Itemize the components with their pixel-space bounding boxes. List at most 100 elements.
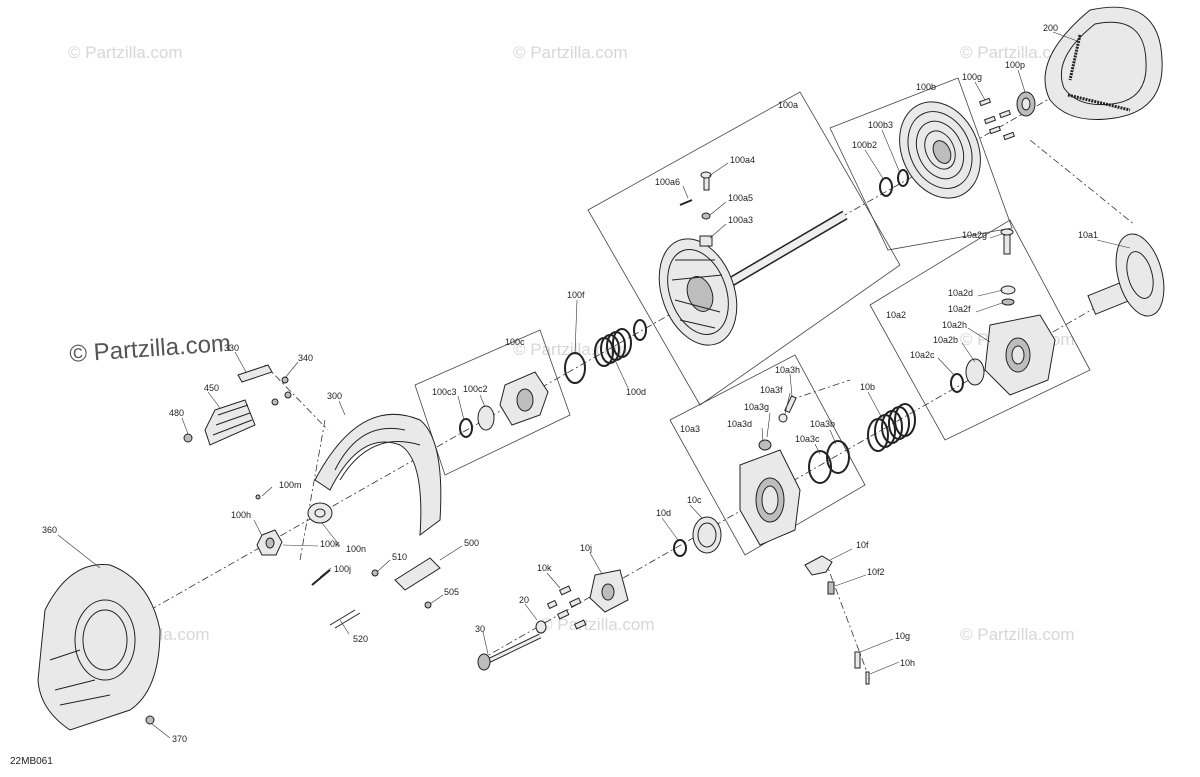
callout-labels: 200 100p 100g 100b 100b3 100b2 100a 100a… — [42, 23, 1098, 744]
callout-10a2: 10a2 — [886, 310, 906, 320]
parts-10c-10d — [673, 516, 722, 557]
bolt-30 — [477, 633, 542, 671]
pin-100j — [311, 569, 331, 586]
callout-100a6: 100a6 — [655, 177, 680, 187]
bracket-500 — [371, 557, 441, 609]
callout-10d: 10d — [656, 508, 671, 518]
callout-10a3h: 10a3h — [775, 365, 800, 375]
callout-100b: 100b — [916, 82, 936, 92]
callout-10c: 10c — [687, 495, 702, 505]
callout-340: 340 — [298, 353, 313, 363]
cam-10a2 — [950, 228, 1056, 396]
callout-100c: 100c — [505, 337, 525, 347]
callout-10g: 10g — [895, 631, 910, 641]
callout-100a4: 100a4 — [730, 155, 755, 165]
callout-100f: 100f — [567, 290, 585, 300]
callout-100p: 100p — [1005, 60, 1025, 70]
belt-to-sheave-line — [1029, 139, 1136, 226]
rings-100b2-100b3 — [879, 169, 909, 197]
callout-370: 370 — [172, 734, 187, 744]
callout-480: 480 — [169, 408, 184, 418]
callout-100a5: 100a5 — [728, 193, 753, 203]
callout-100c2: 100c2 — [463, 384, 488, 394]
watermark-text: © Partzilla.com — [68, 43, 183, 62]
callout-330: 330 — [224, 343, 239, 353]
watermark-main-text: © Partzilla.com — [69, 330, 232, 368]
box-100b — [829, 77, 1013, 251]
callout-100k: 100k — [320, 539, 340, 549]
fasteners-340 — [271, 376, 292, 406]
callout-100m: 100m — [279, 480, 302, 490]
housing-10a3 — [739, 395, 850, 546]
watermark-text: © Partzilla.com — [513, 43, 628, 62]
drive-belt — [1044, 6, 1163, 121]
callout-10a3c: 10a3c — [795, 434, 820, 444]
callout-200: 200 — [1043, 23, 1058, 33]
callout-360: 360 — [42, 525, 57, 535]
clip-520 — [329, 609, 361, 629]
plate-450 — [204, 399, 256, 446]
watermark-text: © Partzilla.com — [540, 615, 655, 634]
spring-100d — [594, 319, 647, 367]
box-10a3 — [669, 354, 866, 556]
callout-10a3f: 10a3f — [760, 385, 783, 395]
callout-10a3b: 10a3b — [810, 419, 835, 429]
guard-axis — [299, 419, 326, 561]
housing-360 — [37, 564, 161, 731]
nut-370 — [145, 715, 155, 725]
callout-100h: 100h — [231, 510, 251, 520]
sliding-sheave-100a — [658, 210, 848, 346]
callout-100a: 100a — [778, 100, 798, 110]
callout-450: 450 — [204, 383, 219, 393]
callout-10a1: 10a1 — [1078, 230, 1098, 240]
axis-lines — [149, 69, 1136, 681]
parts-100a3-100a6 — [679, 171, 713, 247]
box-100a — [587, 91, 901, 406]
callout-10k: 10k — [537, 563, 552, 573]
callout-10h: 10h — [900, 658, 915, 668]
spring-10b — [867, 403, 916, 452]
callout-100b2: 100b2 — [852, 140, 877, 150]
sheave-10a1 — [1087, 233, 1165, 317]
washer-20 — [535, 620, 547, 634]
diagram-code: 22MB061 — [10, 756, 53, 767]
callout-20: 20 — [519, 595, 529, 605]
callout-100n: 100n — [346, 544, 366, 554]
watermark-text: © Partzilla.com — [960, 625, 1075, 644]
callout-10a3: 10a3 — [680, 424, 700, 434]
callout-10a3g: 10a3g — [744, 402, 769, 412]
spring-axis — [789, 379, 851, 401]
callout-10a2f: 10a2f — [948, 304, 971, 314]
callout-100j: 100j — [334, 564, 351, 574]
heat-shield-axis — [264, 364, 329, 431]
callout-10f2: 10f2 — [867, 567, 885, 577]
callout-10a2b: 10a2b — [933, 335, 958, 345]
callout-10a2d: 10a2d — [948, 288, 973, 298]
callout-10a2g: 10a2g — [962, 230, 987, 240]
callout-30: 30 — [475, 624, 485, 634]
callout-100g: 100g — [962, 72, 982, 82]
callout-100c3: 100c3 — [432, 387, 457, 397]
bolts-10k — [546, 585, 587, 630]
callout-520: 520 — [353, 634, 368, 644]
callout-100a3: 100a3 — [728, 215, 753, 225]
lever-10f — [804, 555, 870, 685]
callout-10a3d: 10a3d — [727, 419, 752, 429]
callout-10b: 10b — [860, 382, 875, 392]
callout-10a2c: 10a2c — [910, 350, 935, 360]
callout-505: 505 — [444, 587, 459, 597]
bracket-330 — [237, 364, 273, 383]
fixed-sheave-100b — [899, 101, 981, 199]
nut-100h — [255, 494, 283, 556]
screw-480 — [183, 433, 193, 443]
callout-10j: 10j — [580, 543, 592, 553]
flange-10j — [589, 569, 629, 613]
callout-10a2h: 10a2h — [942, 320, 967, 330]
box-10a2 — [869, 219, 1091, 441]
callout-100d: 100d — [626, 387, 646, 397]
bolts-100g — [978, 97, 1016, 141]
callout-500: 500 — [464, 538, 479, 548]
guard-300 — [314, 413, 442, 537]
watermark-text: © Partzilla.com — [960, 43, 1075, 62]
